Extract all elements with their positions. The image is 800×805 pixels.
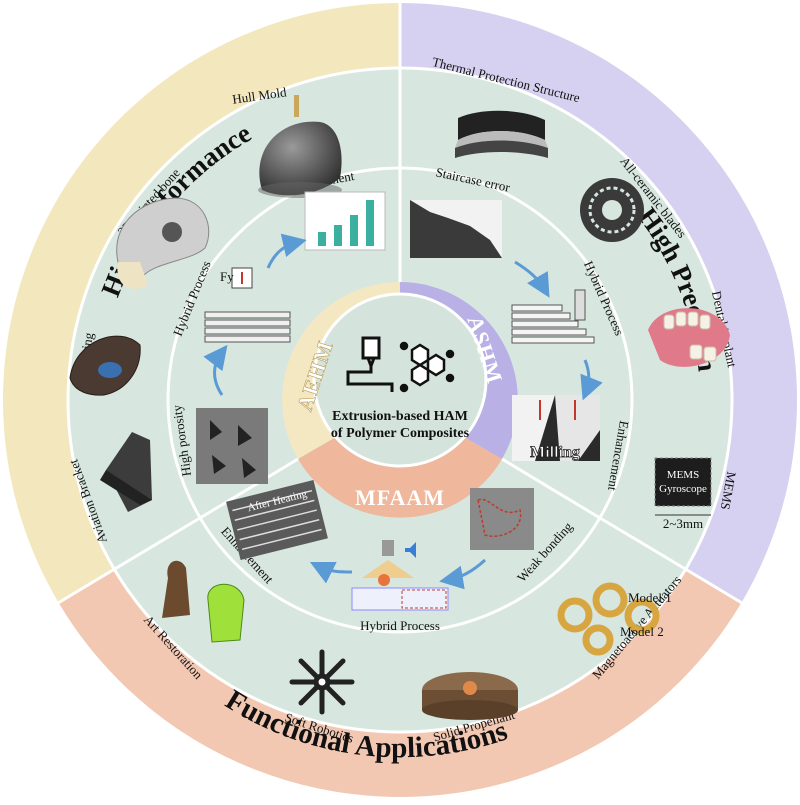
- fairing-image: [69, 335, 141, 396]
- porosity-sem-image: [196, 408, 268, 484]
- mems-chip-text1: MEMS: [667, 469, 699, 481]
- mfaam-hybrid-schematic: [351, 540, 449, 611]
- milling-caption: Milling: [530, 444, 580, 461]
- mfaam-label: MFAAM: [355, 485, 445, 510]
- staircase-error-image: [410, 200, 502, 258]
- dental-implant-image: [648, 308, 730, 367]
- model2-caption: Model 2: [620, 624, 664, 639]
- inner-divider-right: [599, 516, 688, 572]
- aehm-hybrid-schematic: Fy: [204, 267, 291, 343]
- milling-image: Milling: [512, 395, 600, 461]
- molecule-icon: [399, 341, 455, 393]
- model1-caption: Model 1: [628, 590, 672, 605]
- ceramic-blades-image: [580, 178, 644, 242]
- divider-left: [57, 568, 114, 605]
- arrow-ashm-down2: [580, 359, 603, 401]
- arrow-ashm-down1: [514, 260, 550, 298]
- center-divider-left: [199, 457, 299, 520]
- ashm-hybrid-schematic: [511, 289, 595, 344]
- soft-robotics-image: [289, 649, 355, 715]
- arrow-mfaam-left1: [439, 558, 487, 590]
- center-divider-right: [501, 457, 601, 520]
- arrow-aehm-right: [266, 233, 307, 269]
- inner-divider-left: [112, 516, 201, 572]
- center-title-line2: of Polymer Composites: [331, 426, 470, 441]
- force-caption: Fy: [220, 269, 234, 284]
- mems-chip-image: MEMS Gyroscope 2~3mm: [654, 457, 712, 531]
- center-disc: [312, 292, 488, 468]
- mems-chip-text2: Gyroscope: [659, 483, 707, 495]
- magnetoactive-image: [557, 582, 660, 656]
- mems-label: MEMS: [718, 471, 739, 511]
- printed-bone-image: [116, 197, 210, 289]
- arrow-mfaam-left2: [309, 561, 353, 584]
- thermal-protection-image: [455, 110, 548, 158]
- arrow-aehm-up: [203, 344, 228, 396]
- divider-right: [686, 568, 743, 605]
- mfaam-hybrid-label: Hybrid Process: [360, 618, 440, 633]
- mems-scale-text: 2~3mm: [663, 516, 703, 531]
- art-restoration-image: [162, 560, 245, 643]
- aviation-bracket-image: [100, 432, 152, 512]
- solid-propellant-image: [422, 672, 518, 720]
- extruder-icon: [346, 336, 394, 392]
- center-title-line1: Extrusion-based HAM: [332, 409, 468, 424]
- weak-bonding-image: [470, 488, 534, 550]
- aehm-enhancement-chart: [304, 191, 386, 251]
